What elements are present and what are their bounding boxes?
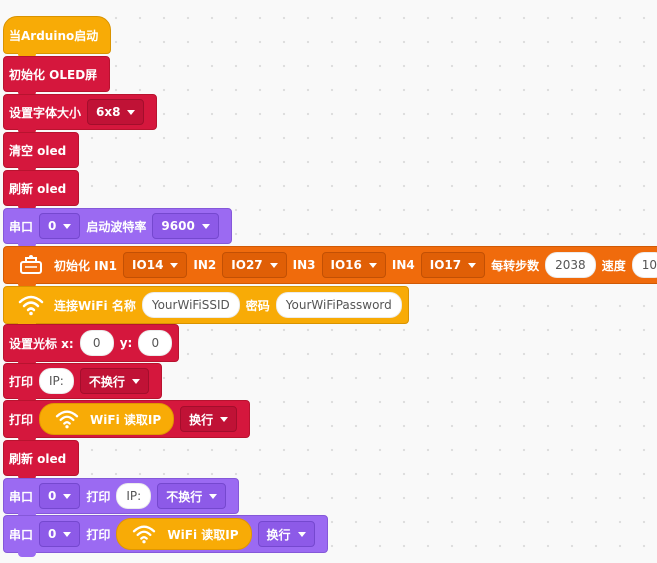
wifi-password-input[interactable]: YourWiFiPassword [275,292,402,318]
in3-pin-dropdown[interactable]: IO16 [321,252,386,278]
newline-mode-value: 换行 [266,527,291,542]
stepper-init-block[interactable]: 初始化 IN1 IO14 IN2 IO27 IN3 IO16 IN4 IO17 … [3,246,657,288]
wifi-connect-block[interactable]: 连接WiFi 名称 YourWiFiSSID 密码 YourWiFiPasswo… [3,286,409,328]
dropdown-caret-icon [269,262,278,268]
block-label: 串口 [9,219,34,234]
set-cursor-block[interactable]: 设置光标 x: 0 y: 0 [3,324,180,366]
wifi-read-ip-reporter[interactable]: WiFi 读取IP [39,403,175,435]
block-label: 初始化 IN1 [54,258,118,273]
in2-label: IN2 [193,258,217,272]
speed-label: 速度 [601,258,626,273]
dropdown-caret-icon [127,109,136,115]
dropdown-caret-icon [468,262,477,268]
baud-rate-dropdown[interactable]: 9600 [152,213,219,239]
serial-port-dropdown[interactable]: 0 [39,521,81,547]
dropdown-caret-icon [63,531,72,537]
reporter-label: WiFi 读取IP [167,527,239,542]
dropdown-caret-icon [63,493,72,499]
refresh-oled-block[interactable]: 刷新 oled [3,170,80,210]
block-label: 打印 [9,374,34,389]
speed-input[interactable]: 10 [631,252,657,278]
wifi-ssid-input[interactable]: YourWiFiSSID [141,292,240,318]
refresh-oled-block-2[interactable]: 刷新 oled [3,440,80,480]
serial-port-dropdown[interactable]: 0 [39,213,81,239]
block-label: 连接WiFi 名称 [54,298,136,313]
block-label: 当Arduino启动 [9,28,99,43]
baud-label: 启动波特率 [86,219,147,234]
in4-pin-dropdown[interactable]: IO17 [420,252,486,278]
set-font-size-block[interactable]: 设置字体大小 6x8 [3,94,158,134]
wifi-icon [18,294,44,316]
reporter-label: WiFi 读取IP [90,412,162,427]
cursor-y-label: y: [119,336,133,350]
newline-mode-dropdown[interactable]: 换行 [257,521,315,547]
block-label: 设置光标 x: [9,336,74,351]
clear-oled-block[interactable]: 清空 oled [3,132,80,172]
dropdown-caret-icon [63,223,72,229]
dropdown-caret-icon [131,378,140,384]
print-text-input[interactable]: IP: [39,368,74,394]
dropdown-caret-icon [297,531,306,537]
dropdown-caret-icon [201,223,210,229]
dropdown-caret-icon [220,416,229,422]
serial-port-dropdown[interactable]: 0 [39,483,81,509]
steps-input[interactable]: 2038 [545,252,596,278]
in4-pin-value: IO17 [429,258,462,272]
print-label: 打印 [86,489,111,504]
in1-pin-dropdown[interactable]: IO14 [123,252,188,278]
print-text-input[interactable]: IP: [116,483,152,509]
wifi-read-ip-reporter[interactable]: WiFi 读取IP [116,518,252,550]
cursor-y-input[interactable]: 0 [138,330,173,356]
serial-port-value: 0 [48,489,57,503]
block-label: 设置字体大小 [9,105,82,120]
cursor-x-input[interactable]: 0 [79,330,114,356]
serial-print-ip-block[interactable]: 串口 0 打印 IP: 不换行 [3,478,240,518]
in3-label: IN3 [292,258,316,272]
dropdown-caret-icon [170,262,179,268]
in3-pin-value: IO16 [330,258,362,272]
font-size-dropdown[interactable]: 6x8 [87,99,145,125]
stepper-motor-icon [18,254,44,276]
oled-print-wifi-ip-block[interactable]: 打印 WiFi 读取IP 换行 [3,400,251,442]
dropdown-caret-icon [368,262,377,268]
serial-port-value: 0 [48,527,57,541]
oled-print-ip-block[interactable]: 打印 IP: 不换行 [3,363,162,403]
block-label: 清空 oled [9,143,67,158]
block-label: 串口 [9,527,34,542]
init-oled-block[interactable]: 初始化 OLED屏 [3,56,111,96]
in2-pin-dropdown[interactable]: IO27 [222,252,287,278]
baud-rate-value: 9600 [161,219,195,233]
newline-mode-value: 不换行 [166,489,203,504]
block-label: 打印 [9,412,34,427]
newline-mode-dropdown[interactable]: 不换行 [79,368,149,394]
wifi-icon [54,409,80,429]
font-size-value: 6x8 [96,105,121,119]
in1-pin-value: IO14 [132,258,164,272]
in4-label: IN4 [391,258,415,272]
in2-pin-value: IO27 [231,258,263,272]
arduino-start-block[interactable]: 当Arduino启动 [3,16,112,58]
wifi-icon [131,524,157,544]
serial-begin-block[interactable]: 串口 0 启动波特率 9600 [3,208,232,248]
newline-mode-value: 不换行 [88,374,125,389]
block-label: 串口 [9,489,34,504]
newline-mode-dropdown[interactable]: 换行 [180,406,238,432]
newline-mode-dropdown[interactable]: 不换行 [157,483,227,509]
serial-print-wifi-ip-block[interactable]: 串口 0 打印 WiFi 读取IP 换行 [3,515,328,557]
dropdown-caret-icon [209,493,218,499]
block-label: 初始化 OLED屏 [9,67,98,82]
print-label: 打印 [86,527,111,542]
newline-mode-value: 换行 [189,412,214,427]
block-label: 刷新 oled [9,451,67,466]
block-label: 刷新 oled [9,181,67,196]
steps-label: 每转步数 [491,258,540,273]
serial-port-value: 0 [48,219,57,233]
password-label: 密码 [245,298,270,313]
